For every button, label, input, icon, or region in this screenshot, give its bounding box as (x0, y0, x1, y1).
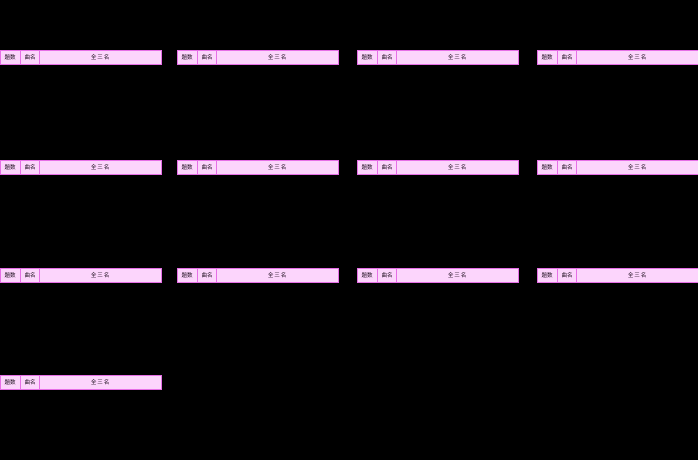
cell-code-text: 曲名 (201, 272, 213, 279)
cell-label[interactable]: 全三名 (39, 160, 162, 175)
cell-index-text: 題数 (361, 272, 374, 279)
cell-code-text: 曲名 (24, 272, 36, 279)
cell-code[interactable]: 曲名 (377, 50, 397, 65)
label-row: 題数曲名 全三名 (0, 375, 698, 390)
cell-label[interactable]: 全三名 (216, 50, 339, 65)
cell-code[interactable]: 曲名 (197, 50, 217, 65)
label-group[interactable]: 題数曲名 全三名 (357, 268, 519, 283)
cell-label[interactable]: 全三名 (39, 50, 162, 65)
cell-label[interactable]: 全三名 (396, 268, 519, 283)
cell-index[interactable]: 題数 (177, 160, 198, 175)
cell-index[interactable]: 題数 (537, 160, 558, 175)
cell-label[interactable]: 全三名 (576, 268, 698, 283)
cell-code[interactable]: 曲名 (20, 50, 40, 65)
cell-label-text: 全三名 (267, 272, 288, 279)
cell-code-text: 曲名 (561, 164, 573, 171)
cell-label-text: 全三名 (627, 272, 648, 279)
cell-label-text: 全三名 (627, 164, 648, 171)
cell-code[interactable]: 曲名 (20, 160, 40, 175)
cell-code-text: 曲名 (381, 164, 393, 171)
cell-code[interactable]: 曲名 (377, 160, 397, 175)
cell-code[interactable]: 曲名 (557, 50, 577, 65)
cell-index-text: 題数 (361, 54, 374, 61)
label-group[interactable]: 題数曲名 全三名 (177, 50, 339, 65)
cell-label-text: 全三名 (90, 272, 111, 279)
cell-index-text: 題数 (181, 164, 194, 171)
cell-code-text: 曲名 (381, 54, 393, 61)
label-row: 題数曲名全三名題数曲名全三名題数曲名全三名題数曲名全三名 (0, 50, 698, 65)
cell-label-text: 全三名 (267, 164, 288, 171)
cell-index[interactable]: 題数 (177, 50, 198, 65)
cell-code-text: 曲名 (24, 379, 36, 386)
cell-index[interactable]: 題数 (357, 268, 378, 283)
cell-index[interactable]: 題数 (177, 268, 198, 283)
cell-index-text: 題数 (4, 164, 17, 171)
cell-index[interactable]: 題数 (0, 50, 21, 65)
label-row: 題数曲名全三名題数曲名全三名題数曲名全三名題数曲名全三名 (0, 268, 698, 283)
cell-code-text: 曲名 (561, 272, 573, 279)
cell-index[interactable]: 題数 (357, 50, 378, 65)
cell-code[interactable]: 曲名 (377, 268, 397, 283)
cell-code-text: 曲名 (24, 54, 36, 61)
cell-index[interactable]: 題数 (0, 160, 21, 175)
cell-label-text: 全三名 (447, 54, 468, 61)
cell-code[interactable]: 曲名 (20, 375, 40, 390)
cell-index[interactable]: 題数 (0, 375, 21, 390)
label-group[interactable]: 題数曲名 全三名 (537, 50, 698, 65)
cell-code[interactable]: 曲名 (197, 160, 217, 175)
cell-index-text: 題数 (541, 164, 554, 171)
label-group[interactable]: 題数曲名 全三名 (0, 50, 162, 65)
cell-code[interactable]: 曲名 (197, 268, 217, 283)
label-group[interactable]: 題数曲名 全三名 (0, 160, 162, 175)
cell-label-text: 全三名 (90, 379, 111, 386)
cell-label[interactable]: 全三名 (396, 50, 519, 65)
cell-label[interactable]: 全三名 (576, 160, 698, 175)
cell-label-text: 全三名 (447, 272, 468, 279)
cell-index-text: 題数 (181, 272, 194, 279)
cell-code-text: 曲名 (201, 54, 213, 61)
cell-index-text: 題数 (541, 54, 554, 61)
label-group[interactable]: 題数曲名 全三名 (537, 160, 698, 175)
cell-label-text: 全三名 (447, 164, 468, 171)
label-group[interactable]: 題数曲名 全三名 (0, 375, 162, 390)
cell-label-text: 全三名 (627, 54, 648, 61)
cell-code[interactable]: 曲名 (557, 160, 577, 175)
cell-index-text: 題数 (181, 54, 194, 61)
cell-label[interactable]: 全三名 (576, 50, 698, 65)
cell-index-text: 題数 (4, 272, 17, 279)
cell-index[interactable]: 題数 (537, 50, 558, 65)
cell-label[interactable]: 全三名 (216, 160, 339, 175)
cell-index-text: 題数 (541, 272, 554, 279)
label-group[interactable]: 題数曲名 全三名 (357, 50, 519, 65)
label-row: 題数曲名全三名題数曲名全三名題数曲名全三名題数曲名全三名 (0, 160, 698, 175)
cell-code[interactable]: 曲名 (20, 268, 40, 283)
cell-code-text: 曲名 (561, 54, 573, 61)
cell-index[interactable]: 題数 (357, 160, 378, 175)
cell-label[interactable]: 全三名 (39, 268, 162, 283)
label-group[interactable]: 題数曲名 全三名 (177, 160, 339, 175)
cell-index-text: 題数 (4, 379, 17, 386)
cell-code[interactable]: 曲名 (557, 268, 577, 283)
cell-index-text: 題数 (361, 164, 374, 171)
cell-label-text: 全三名 (90, 54, 111, 61)
cell-label-text: 全三名 (90, 164, 111, 171)
cell-label-text: 全三名 (267, 54, 288, 61)
label-group[interactable]: 題数曲名 全三名 (537, 268, 698, 283)
cell-code-text: 曲名 (24, 164, 36, 171)
cell-code-text: 曲名 (381, 272, 393, 279)
cell-index[interactable]: 題数 (0, 268, 21, 283)
cell-index-text: 題数 (4, 54, 17, 61)
cell-label[interactable]: 全三名 (216, 268, 339, 283)
cell-code-text: 曲名 (201, 164, 213, 171)
label-group[interactable]: 題数曲名 全三名 (0, 268, 162, 283)
cell-label[interactable]: 全三名 (39, 375, 162, 390)
cell-label[interactable]: 全三名 (396, 160, 519, 175)
cell-index[interactable]: 題数 (537, 268, 558, 283)
label-group[interactable]: 題数曲名 全三名 (357, 160, 519, 175)
label-group[interactable]: 題数曲名 全三名 (177, 268, 339, 283)
